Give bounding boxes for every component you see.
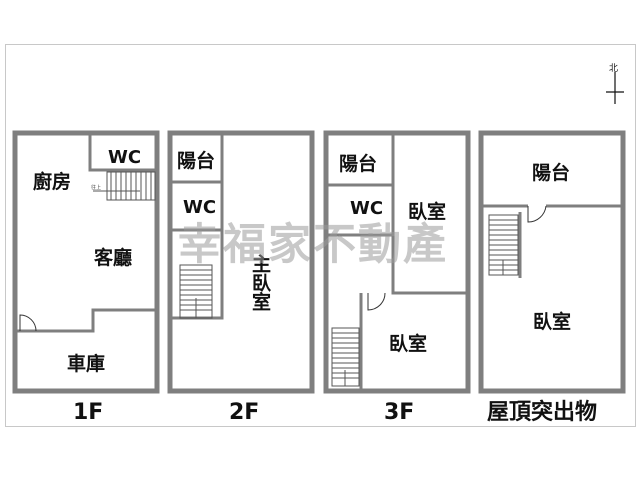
door-arc-roof: [527, 205, 547, 223]
floor-roof-plan: 陽台 臥室: [478, 130, 626, 394]
floor-1f-plan: 往上 廚房 WC 客廳 車庫: [12, 130, 160, 394]
room-bedroom-label: 臥室: [533, 310, 571, 333]
door-arc-3f: [367, 292, 386, 311]
door-arc-1f: [19, 314, 37, 332]
room-wc-label: WC: [183, 197, 216, 218]
stair-1f: 往上: [91, 171, 156, 201]
room-wc-label: WC: [350, 198, 383, 219]
room-bedroom-lower-label: 臥室: [389, 332, 427, 355]
floor-1f-outer-wall: [12, 130, 160, 394]
floor-roof-label: 屋頂突出物: [487, 399, 597, 425]
room-wc-label: WC: [108, 147, 141, 168]
floor-3f-label: 3F: [384, 400, 414, 425]
north-arrow-icon: 北: [606, 63, 624, 104]
room-balcony-label: 陽台: [532, 161, 570, 184]
watermark-text: 幸福家不動產: [178, 220, 448, 270]
floor-2f-plan: 陽台 WC 主臥室: [167, 130, 315, 394]
floor-1f-label: 1F: [73, 400, 103, 425]
stair-up-note: 往上: [91, 184, 101, 191]
room-kitchen-label: 廚房: [33, 170, 71, 193]
north-label: 北: [609, 63, 618, 74]
floor-2f-label: 2F: [229, 400, 259, 425]
floor-roof-outer-wall: [478, 130, 626, 394]
room-master-bedroom-label: 主臥室: [249, 254, 271, 311]
room-living-label: 客廳: [94, 246, 132, 269]
room-garage-label: 車庫: [67, 352, 105, 375]
floor-2f-outer-wall: [167, 130, 315, 394]
room-bedroom-upper-label: 臥室: [408, 200, 446, 223]
room-balcony-label: 陽台: [177, 149, 215, 172]
stair-roof: [488, 214, 519, 276]
stair-3f: [331, 327, 360, 387]
floor-1f-garage-wall: [15, 308, 157, 333]
floor-3f-outer-wall: [323, 130, 471, 394]
room-balcony-label: 陽台: [339, 152, 377, 175]
floor-3f-plan: 陽台 WC 臥室 臥室: [323, 130, 471, 394]
stair-2f: [179, 264, 213, 319]
floor-1f-wc-wall: [88, 133, 157, 172]
drawing-frame: [5, 44, 636, 427]
